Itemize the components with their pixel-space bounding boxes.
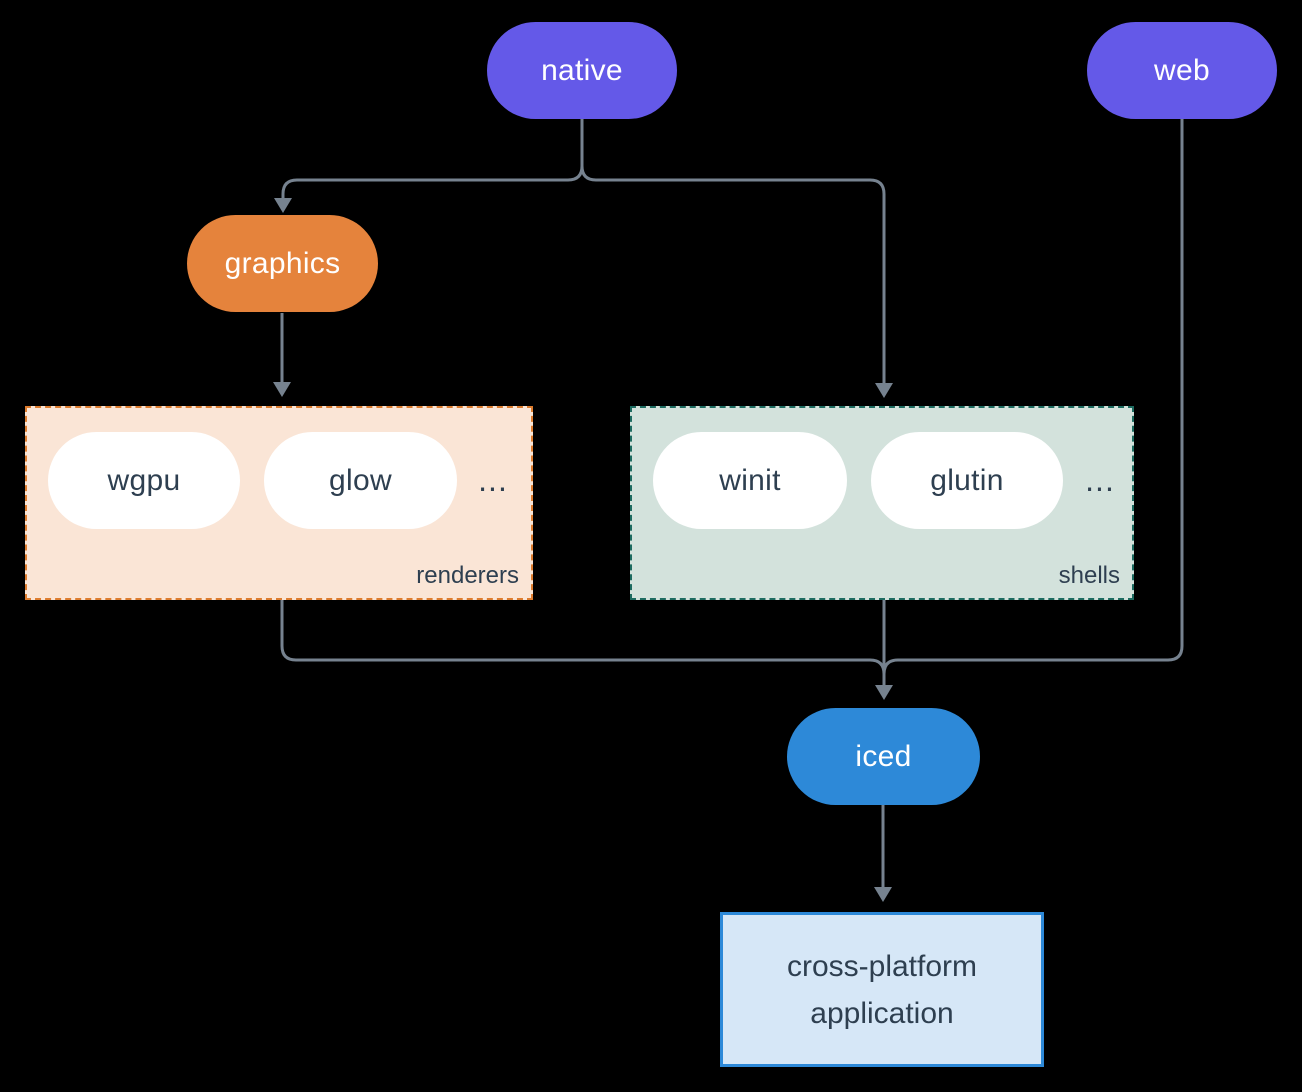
node-web-label: web [1154,53,1210,87]
edge-native-graphics [281,119,584,200]
pill-wgpu: wgpu [48,432,240,529]
arrowhead-renderers [273,382,291,397]
renderers-ellipsis: ... [478,462,508,498]
arrowhead-iced [875,685,893,700]
shells-group-label: shells [1058,562,1120,589]
pill-winit-label: winit [719,463,781,497]
pill-glow: glow [264,432,457,529]
pill-wgpu-label: wgpu [107,463,181,497]
group-shells: winit glutin ... shells [630,406,1134,600]
pill-winit: winit [653,432,847,529]
arrowhead-application [874,887,892,902]
pill-glutin-label: glutin [930,463,1004,497]
node-native-label: native [541,53,623,87]
renderers-group-label: renderers [416,562,519,589]
edge-renderers-iced [280,600,886,686]
node-iced-label: iced [855,739,912,773]
node-iced: iced [787,708,980,805]
node-native: native [487,22,677,119]
node-application-label: cross-platform application [786,949,978,1030]
edge-native-shells [580,119,886,385]
node-web: web [1087,22,1277,119]
pill-glutin: glutin [871,432,1063,529]
node-graphics: graphics [187,215,378,312]
arrowhead-graphics [274,198,292,213]
shells-ellipsis: ... [1085,462,1115,498]
group-renderers: wgpu glow ... renderers [25,406,533,600]
node-graphics-label: graphics [224,246,341,280]
pill-glow-label: glow [329,463,392,497]
node-application: cross-platform application [720,912,1044,1067]
edge-web-iced [882,119,1184,686]
arrowhead-shells [875,383,893,398]
